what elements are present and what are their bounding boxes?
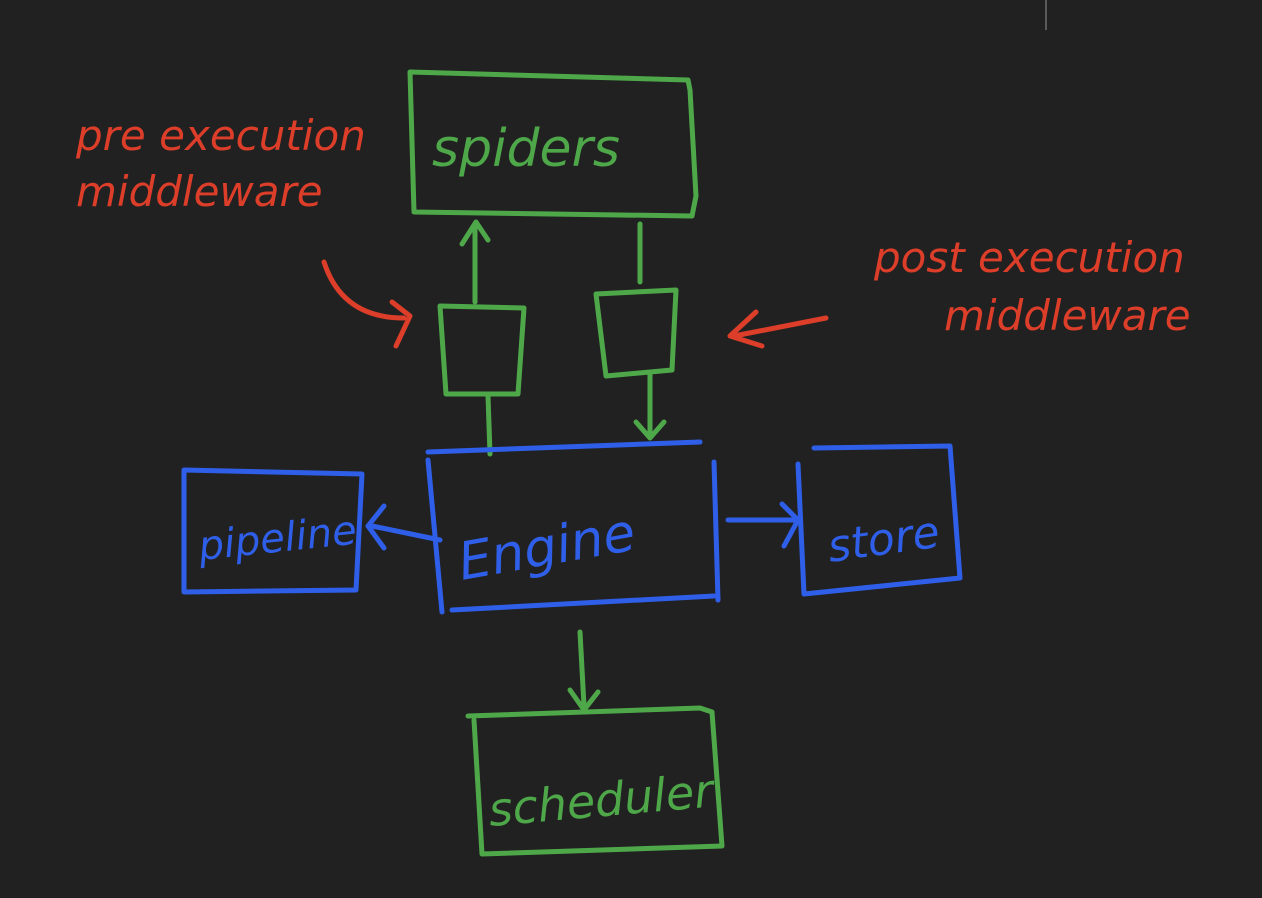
pipeline-label: pipeline <box>195 508 359 570</box>
pre-middleware-box <box>437 303 527 397</box>
post-annotation-line2: middleware <box>944 291 1191 340</box>
engine-to-pipeline-arrowhead <box>365 503 387 551</box>
engine-label: Engine <box>454 503 640 593</box>
post-annotation-arrow <box>731 315 829 339</box>
pre-annotation-line2: middleware <box>76 167 323 216</box>
pipeline-box <box>181 467 365 595</box>
store-label: store <box>824 507 942 573</box>
spiders-label: spiders <box>432 119 620 179</box>
pre-annotation-line1: pre execution <box>75 111 366 160</box>
pre-annotation-arrow <box>321 259 407 321</box>
scheduler-box <box>465 705 725 857</box>
post-annotation-line1: post execution <box>873 233 1185 282</box>
scheduler-label: scheduler <box>486 763 718 837</box>
store-box <box>795 443 963 597</box>
engine-box-bottom <box>449 593 717 613</box>
engine-to-pre-line <box>485 393 493 457</box>
post-annotation-arrowhead <box>727 309 765 349</box>
spiders-box <box>407 69 699 219</box>
engine-box-left <box>425 457 445 615</box>
pre-to-spiders-arrowhead <box>459 219 491 247</box>
engine-to-pipeline-line <box>369 523 443 543</box>
engine-box-top <box>425 439 703 455</box>
pre-annotation-arrowhead <box>389 299 413 349</box>
post-to-engine-arrowhead <box>633 419 667 441</box>
post-middleware-box <box>593 287 679 379</box>
engine-to-scheduler-line <box>577 629 587 709</box>
engine-box-right <box>711 459 721 603</box>
engine-to-store-arrowhead <box>779 501 801 549</box>
